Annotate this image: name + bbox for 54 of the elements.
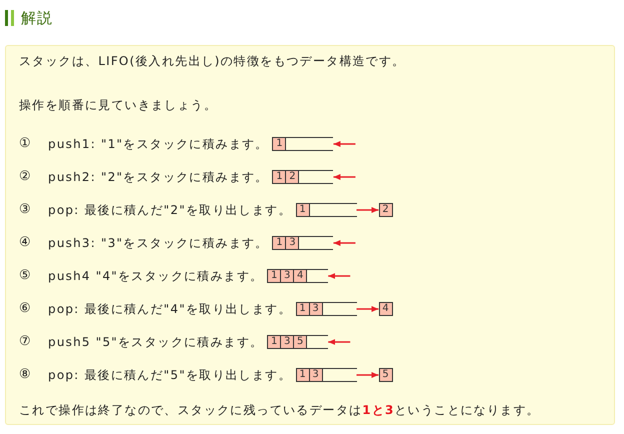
stack-item: 1 [267,335,282,349]
stack-item: 5 [293,335,308,349]
stack [272,236,334,250]
section-heading: 解説 [21,8,53,28]
stack-item: 1 [272,137,286,151]
step-number: ③ [19,202,31,218]
arrow [356,207,379,213]
arrow [333,240,356,246]
step-number: ⑥ [19,301,31,317]
stack [296,302,357,316]
popped-item: 2 [378,203,393,217]
arrow [333,141,356,147]
popped-item: 4 [378,302,393,316]
stack-item: 1 [272,236,286,250]
arrow [328,339,350,345]
arrow [328,273,350,279]
stack [272,137,334,151]
stack-item: 3 [280,269,294,283]
step-text: pop: 最後に積んだ"4"を取り出します。 [48,301,292,317]
stack [267,335,328,349]
step-text: push5 "5"をスタックに積みます。 [48,334,264,350]
stack-item: 1 [296,302,310,316]
stack [272,170,334,184]
stack-item: 3 [285,236,300,250]
step-number: ④ [19,235,31,251]
step-number: ⑤ [19,268,31,284]
arrow [333,174,356,180]
arrow [356,306,379,312]
step-text: push2: "2"をスタックに積みます。 [48,169,268,185]
arrow [356,372,379,378]
step-number: ⑦ [19,334,31,350]
step-number: ⑧ [19,367,31,383]
step-number: ② [19,169,31,185]
step-text: pop: 最後に積んだ"2"を取り出します。 [48,202,292,218]
stack-item: 3 [308,368,323,382]
stack-item: 3 [308,302,323,316]
stack-item: 1 [272,170,286,184]
paragraph: スタックは、LIFO(後入れ先出し)の特徴をもつデータ構造です。 [19,53,406,69]
stack [296,368,357,382]
paragraph: 操作を順番に見ていきましょう。 [19,97,217,113]
stack [267,269,328,283]
stack-item: 1 [267,269,282,283]
step-text: pop: 最後に積んだ"5"を取り出します。 [48,367,292,383]
stack [296,203,357,217]
step-text: push4 "4"をスタックに積みます。 [48,268,264,284]
step-text: push3: "3"をスタックに積みます。 [48,235,268,251]
step-text: push1: "1"をスタックに積みます。 [48,136,268,152]
step-number: ① [19,136,31,152]
stack-item: 4 [293,269,308,283]
stack-item: 3 [280,335,294,349]
stack-item: 1 [296,203,310,217]
stack-item: 2 [285,170,300,184]
stack-item: 1 [296,368,310,382]
popped-item: 5 [378,368,393,382]
